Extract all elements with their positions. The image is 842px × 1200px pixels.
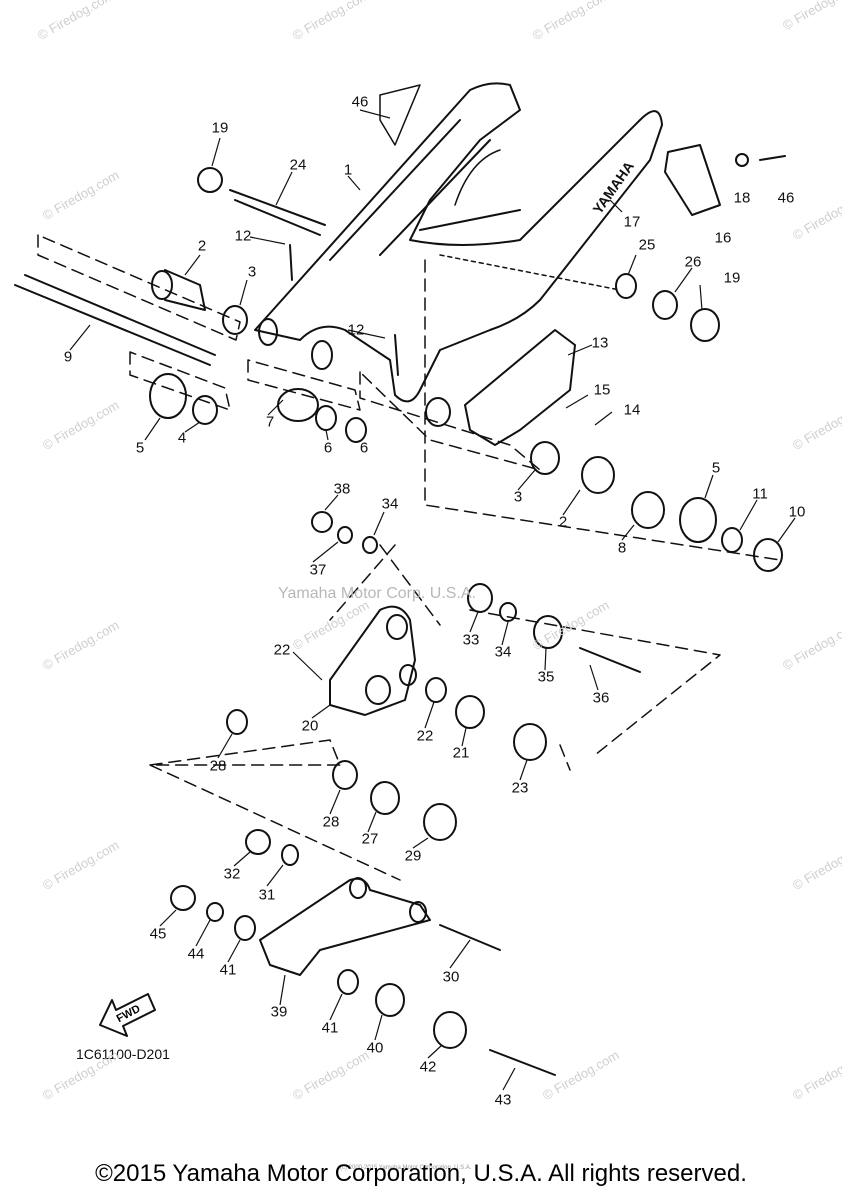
part-label-7: 7 (265, 413, 275, 431)
part-label-6: 6 (323, 439, 333, 457)
part-label-34: 34 (494, 643, 512, 661)
part-label-19: 19 (723, 269, 741, 287)
part-label-41: 41 (321, 1019, 339, 1037)
part-label-29: 29 (404, 847, 422, 865)
part-label-9: 9 (63, 348, 73, 366)
part-label-30: 30 (442, 968, 460, 986)
part-label-41: 41 (219, 961, 237, 979)
part-label-44: 44 (187, 945, 205, 963)
part-label-24: 24 (289, 156, 307, 174)
part-label-46: 46 (777, 189, 795, 207)
part-label-2: 2 (558, 513, 568, 531)
fwd-arrow (99, 993, 156, 1037)
chain-guide (464, 329, 576, 446)
part-label-22: 22 (416, 727, 434, 745)
relay-arm (329, 605, 416, 716)
part-label-19: 19 (211, 119, 229, 137)
diagram-code: 1C61100-D201 (76, 1046, 170, 1062)
part-label-35: 35 (537, 668, 555, 686)
copyright-notice: ©2015 Yamaha Motor Corporation, U.S.A. A… (95, 1160, 747, 1187)
part-label-12: 12 (234, 227, 252, 245)
part-label-38: 38 (333, 480, 351, 498)
connecting-rod (259, 877, 431, 976)
part-label-22: 22 (273, 641, 291, 659)
part-label-13: 13 (591, 334, 609, 352)
tiny-copyright: (c) 2000-2015 Yamaha Motor Corporation, … (340, 1165, 472, 1171)
part-label-3: 3 (247, 263, 257, 281)
part-label-1: 1 (343, 161, 353, 179)
part-label-43: 43 (494, 1091, 512, 1109)
part-label-23: 23 (511, 779, 529, 797)
part-label-2: 2 (197, 237, 207, 255)
part-label-15: 15 (593, 381, 611, 399)
part-label-20: 20 (301, 717, 319, 735)
part-label-40: 40 (366, 1039, 384, 1057)
part-label-10: 10 (788, 503, 806, 521)
part-label-31: 31 (258, 886, 276, 904)
part-label-32: 32 (223, 865, 241, 883)
part-label-14: 14 (623, 401, 641, 419)
part-label-36: 36 (592, 689, 610, 707)
part-label-45: 45 (149, 925, 167, 943)
part-label-4: 4 (177, 429, 187, 447)
swingarm (254, 82, 663, 403)
part-label-8: 8 (617, 539, 627, 557)
part-label-33: 33 (462, 631, 480, 649)
center-watermark: Yamaha Motor Corp. U.S.A. (278, 585, 476, 602)
part-label-11: 11 (752, 485, 768, 503)
part-label-3: 3 (513, 488, 523, 506)
exploded-parts-diagram: YAMAHA (14, 82, 796, 1091)
part-label-26: 26 (684, 253, 702, 271)
part-label-34: 34 (381, 495, 399, 513)
part-label-21: 21 (452, 744, 470, 762)
part-label-39: 39 (270, 1003, 288, 1021)
part-label-17: 17 (623, 213, 641, 231)
part-label-6: 6 (359, 439, 369, 457)
part-label-25: 25 (638, 236, 656, 254)
pivot-shaft (14, 274, 216, 366)
part-label-27: 27 (361, 830, 379, 848)
part-label-28: 28 (209, 757, 227, 775)
part-label-28: 28 (322, 813, 340, 831)
part-label-42: 42 (419, 1058, 437, 1076)
part-label-5: 5 (135, 439, 145, 457)
part-label-12: 12 (347, 321, 365, 339)
part-label-5: 5 (711, 459, 721, 477)
part-label-18: 18 (733, 189, 751, 207)
part-label-16: 16 (714, 229, 732, 247)
part-label-37: 37 (309, 561, 327, 579)
part-label-46: 46 (351, 93, 369, 111)
